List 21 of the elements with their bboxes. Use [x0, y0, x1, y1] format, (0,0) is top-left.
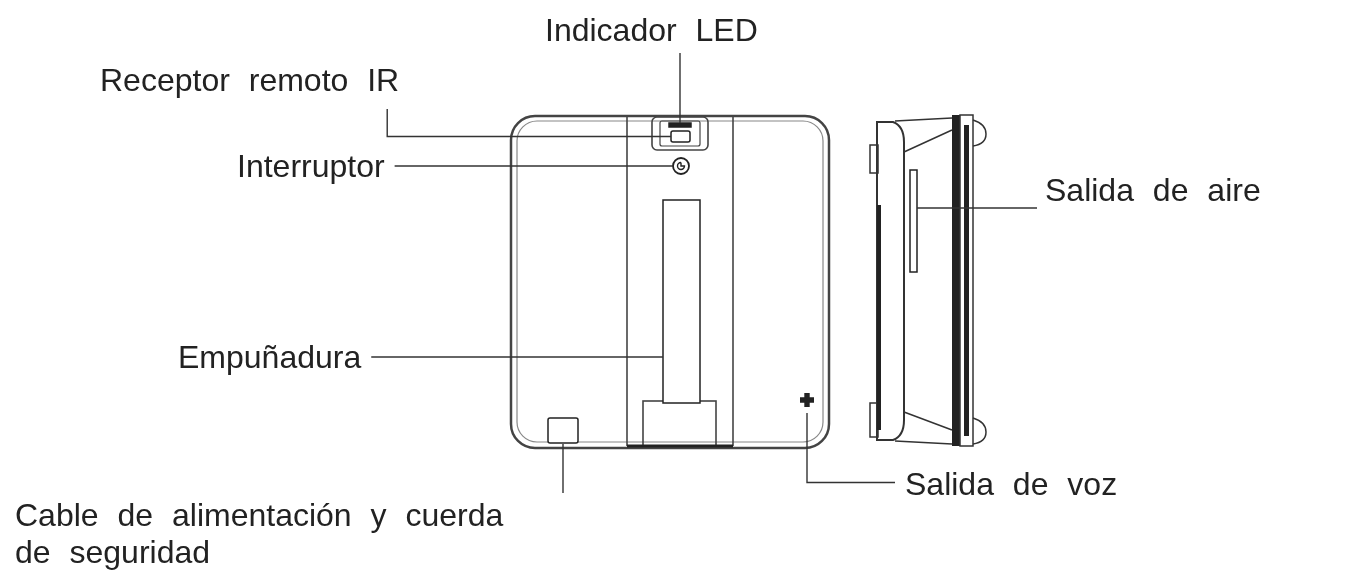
power-button — [672, 157, 690, 175]
callout-label: Empuñadura — [178, 339, 362, 376]
air-outlet-slot — [909, 169, 918, 273]
callout-label: Cable de alimentación y cuerda de seguridad — [15, 497, 545, 571]
ir-receiver-window — [670, 130, 691, 143]
callout-label: Interruptor — [237, 148, 385, 185]
leader-line — [370, 356, 664, 358]
leader-line — [386, 108, 672, 138]
callout-label: Salida de aire — [1045, 172, 1261, 209]
leader-line — [393, 165, 674, 167]
callout-label: Receptor remoto IR — [100, 62, 400, 99]
callout-label: Indicador LED — [545, 12, 758, 49]
leader-line — [916, 207, 1038, 209]
leader-line — [679, 52, 681, 124]
leader-line — [562, 443, 564, 494]
speaker-grille — [800, 393, 814, 407]
led-indicator-strip — [668, 122, 692, 128]
cable-port — [547, 417, 579, 444]
callout-label: Salida de voz — [905, 466, 1118, 503]
leader-line — [806, 412, 896, 484]
handle-bar — [662, 199, 701, 404]
